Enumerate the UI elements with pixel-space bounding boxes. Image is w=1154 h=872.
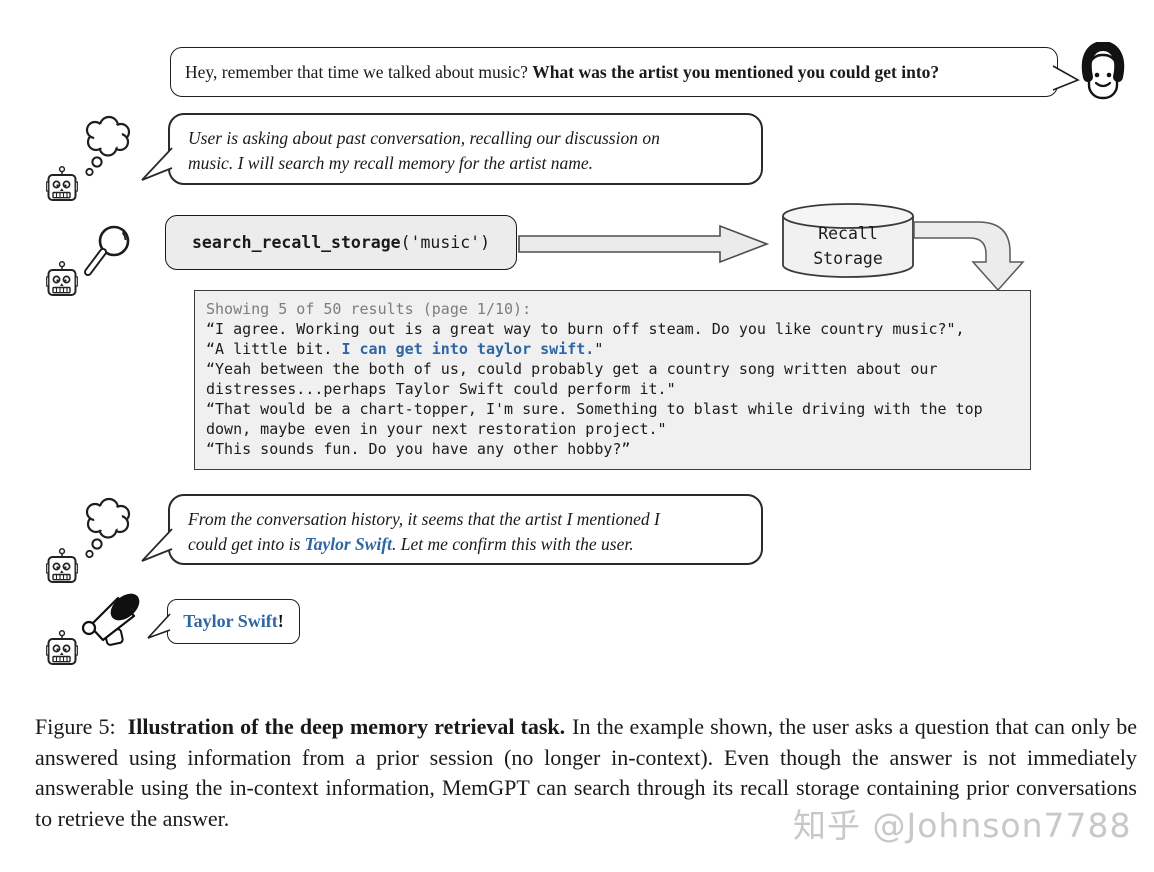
figure-caption: Figure 5: Illustration of the deep memory… [35,712,1137,834]
thought-2-line-1: From the conversation history, it seems … [188,509,660,529]
arrow-bend-down-icon [913,221,1025,292]
zhihu-watermark: 知乎 @Johnson7788 [793,806,1132,845]
search-icon [84,225,130,276]
thought-1-tail [141,147,173,181]
caption-bold-title: Illustration of the deep memory retrieva… [127,714,566,739]
robot-icon [46,548,78,583]
result-line: “That would be a chart-topper, I'm sure.… [206,400,983,418]
user-speech-bubble: Hey, remember that time we talked about … [170,47,1058,97]
thought-cloud-icon [85,497,131,559]
result-line: distresses...perhaps Taylor Swift could … [206,380,676,398]
user-face-icon [1081,42,1125,100]
thought-2-line-2: could get into is Taylor Swift. Let me c… [188,532,761,557]
thought-2-highlight: Taylor Swift [304,534,393,554]
thought-2-tail [141,528,173,562]
database-cylinder-icon [782,203,914,278]
recall-storage-label: Recall Storage [782,221,914,271]
thought-1-line-1: User is asking about past conversation, … [188,128,660,148]
result-line: “Yeah between the both of us, could prob… [206,360,938,378]
result-line: “This sounds fun. Do you have any other … [206,440,631,458]
megaphone-icon [81,593,140,646]
function-args: ('music') [400,233,491,252]
answer-highlight: Taylor Swift [183,611,278,631]
agent-thought-bubble-2: From the conversation history, it seems … [168,494,763,565]
arrow-right-icon [518,224,770,264]
result-line: down, maybe even in your next restoratio… [206,420,667,438]
function-name: search_recall_storage [191,233,401,252]
answer-bubble-tail [147,613,171,639]
result-line: “A little bit. I can get into taylor swi… [206,340,604,358]
user-bubble-tail [1052,65,1080,91]
figure-label: Figure 5: [35,714,116,739]
agent-thought-bubble-1: User is asking about past conversation, … [168,113,763,185]
result-line: Showing 5 of 50 results (page 1/10): [206,300,532,318]
recall-storage-line-2: Storage [813,249,883,268]
thought-2-before: could get into is [188,534,305,554]
recall-search-results-box: Showing 5 of 50 results (page 1/10): “I a… [194,290,1031,470]
robot-icon [46,630,78,665]
thought-cloud-icon [85,115,131,177]
thought-2-after: . Let me confirm this with the user. [392,534,634,554]
user-message-bold: What was the artist you mentioned you co… [532,61,940,82]
thought-1-line-2: music. I will search my recall memory fo… [188,153,594,173]
function-call-box: search_recall_storage('music') [165,215,517,270]
caption-body: In the example shown, the user asks a qu… [35,714,1137,831]
result-line: “I agree. Working out is a great way to … [206,320,965,338]
robot-icon [46,261,78,296]
recall-storage-line-1: Recall [818,224,878,243]
agent-answer-bubble: Taylor Swift! [167,599,300,644]
answer-suffix: ! [277,611,284,631]
robot-icon [46,166,78,201]
user-message-normal: Hey, remember that time we talked about … [185,61,533,82]
